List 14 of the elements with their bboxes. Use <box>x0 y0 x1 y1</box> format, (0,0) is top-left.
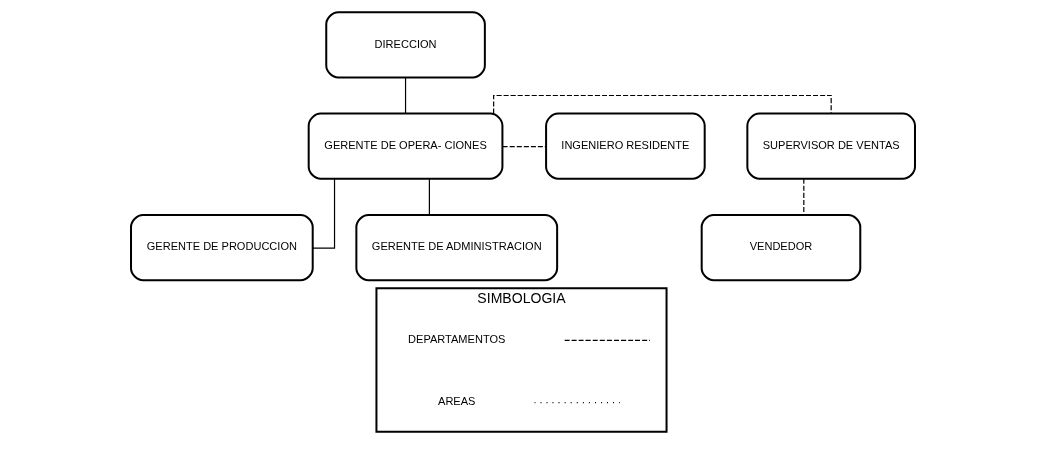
node-box: GERENTE DE PRODUCCION <box>130 213 314 282</box>
connector <box>493 94 832 115</box>
connector <box>312 178 336 249</box>
node-box: GERENTE DE ADMINISTRACION <box>355 213 559 282</box>
node-box: DIRECCION <box>325 11 486 79</box>
node-box: INGENIERO RESIDENTE <box>545 112 706 180</box>
connector <box>404 76 407 114</box>
legend-label: DEPARTAMENTOS <box>408 333 506 346</box>
node-box: SUPERVISOR DE VENTAS <box>746 112 916 180</box>
connector <box>502 146 547 148</box>
node-box: GERENTE DE OPERA- CIONES <box>307 112 504 180</box>
connector <box>428 178 430 216</box>
legend-label: AREAS <box>438 395 476 408</box>
node-box: VENDEDOR <box>700 213 862 282</box>
